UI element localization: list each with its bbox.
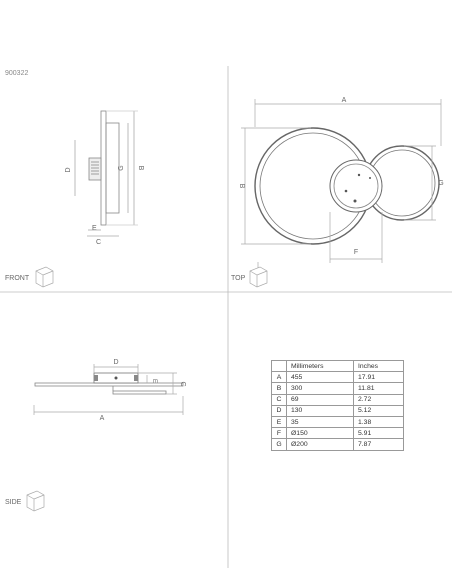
row-millimeters: 35 (286, 415, 354, 429)
front-view-drawing (74, 110, 138, 237)
row-key: A (271, 371, 287, 384)
row-key: B (271, 382, 287, 395)
top-label-g: G (438, 180, 443, 187)
row-inches: 11.81 (353, 382, 404, 395)
table-row: G Ø200 7.87 (271, 438, 404, 451)
side-view-label: SIDE (5, 499, 22, 506)
row-millimeters: 455 (286, 371, 354, 384)
row-key: F (271, 427, 287, 440)
table-header-inches: Inches (353, 359, 404, 373)
front-cube-icon (35, 266, 54, 288)
row-key: D (271, 404, 287, 417)
top-cube-icon (249, 262, 268, 288)
dimensions-table: Millimeters Inches A 455 17.91 B 300 11.… (271, 359, 404, 451)
row-millimeters: Ø200 (286, 438, 354, 451)
front-label-c: C (96, 239, 101, 246)
front-view-label: FRONT (5, 275, 30, 282)
top-label-a: A (342, 97, 347, 104)
base-plate-inner (333, 163, 379, 209)
top-view-label: TOP (231, 275, 246, 282)
product-code: 900322 (5, 70, 29, 77)
top-view-drawing (241, 99, 442, 263)
row-inches: 5.12 (353, 404, 404, 417)
side-ring-top (34, 382, 184, 387)
side-label-a: A (100, 415, 105, 422)
side-cube-icon (26, 490, 45, 512)
row-millimeters: Ø150 (286, 427, 354, 440)
front-base-plate (105, 122, 120, 214)
row-inches: 2.72 (353, 393, 404, 406)
side-label-c: C (179, 381, 186, 386)
table-row: A 455 17.91 (271, 371, 404, 384)
row-inches: 17.91 (353, 371, 404, 384)
row-key: C (271, 393, 287, 406)
top-label-b: B (238, 184, 245, 189)
table-row: B 300 11.81 (271, 382, 404, 395)
side-label-d: D (113, 359, 118, 366)
table-header-corner (271, 359, 287, 373)
front-ring-body (100, 110, 107, 226)
table-row: C 69 2.72 (271, 393, 404, 406)
front-label-b: B (137, 166, 144, 171)
front-label-d: D (65, 167, 72, 172)
row-key: E (271, 415, 287, 429)
front-label-e: E (92, 225, 97, 232)
table-row: D 130 5.12 (271, 404, 404, 417)
table-row: F Ø150 5.91 (271, 427, 404, 440)
base-plate-outer (329, 159, 383, 213)
table-header-row: Millimeters Inches (271, 359, 404, 373)
row-millimeters: 69 (286, 393, 354, 406)
row-inches: 5.91 (353, 427, 404, 440)
row-millimeters: 300 (286, 382, 354, 395)
front-label-g: G (118, 165, 125, 170)
row-inches: 7.87 (353, 438, 404, 451)
top-label-f: F (354, 249, 358, 256)
row-key: G (271, 438, 287, 451)
side-ring-bottom (112, 390, 167, 395)
front-mount-block (88, 157, 102, 181)
side-view-drawing (33, 364, 184, 415)
row-inches: 1.38 (353, 415, 404, 429)
table-row: E 35 1.38 (271, 415, 404, 429)
table-header-millimeters: Millimeters (286, 359, 354, 373)
side-label-e: E (151, 379, 157, 383)
row-millimeters: 130 (286, 404, 354, 417)
